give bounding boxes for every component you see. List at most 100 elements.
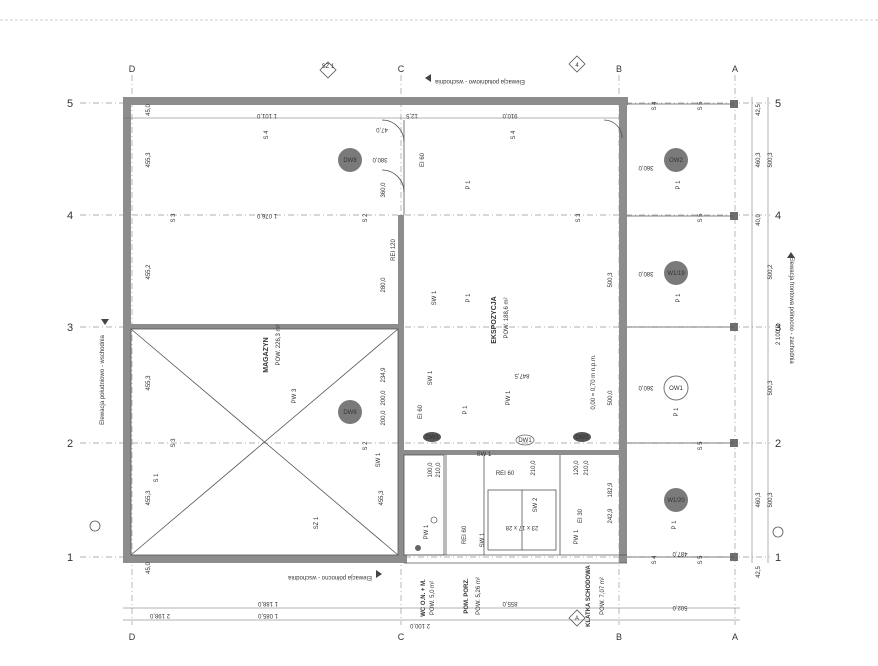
axis-label-top-b: B [616, 64, 622, 74]
dim-inner-16: 210,0 [584, 460, 590, 476]
axis-label-top-d: D [129, 64, 136, 74]
a4-top-label: 4 [575, 63, 579, 69]
dim-inner-1: 380,0 [372, 156, 388, 162]
dim-inner-14: 210,0 [531, 460, 537, 476]
dim-left-2: 455,3 [146, 375, 152, 391]
dim-top-1: 1 101,0 [256, 112, 277, 118]
dim-inner-8: 200,0 [381, 390, 387, 406]
circle-w119 [664, 261, 688, 285]
region-markers: S 3 S 3 S 2 S 2 S 3 S 5 S 5 S 5 S 5 S 4 … [154, 101, 704, 565]
a4-bottom-label: A [575, 616, 579, 622]
dim-left-4: 455,3 [146, 490, 152, 506]
elevation-top: Elewacja południowo - wschodnia [434, 78, 524, 84]
dim-left-6: 45,0 [146, 104, 152, 116]
a4-marker-top [568, 55, 586, 73]
circle-w119-label: W1/19 [667, 271, 685, 277]
dim-inner-4: 500,3 [608, 272, 614, 288]
elevation-bottom: Elewacja północno - wschodnia [287, 574, 371, 580]
ei30: EI 30 [578, 508, 584, 523]
rei120: REI 120 [391, 239, 397, 261]
circle-ow1 [663, 375, 689, 401]
axis-label-bottom-b: B [616, 632, 622, 642]
sz1-top-label: SZ 1 [322, 64, 335, 70]
dim-inner-2: 360,0 [381, 182, 387, 198]
wc-area: POW. 5,0 m² [430, 581, 436, 615]
p1-d: P 1 [676, 180, 682, 190]
p1-f: P 1 [674, 407, 680, 417]
elevation-bottom-arrow [376, 570, 382, 578]
dimensions: 1 101,0 1 076,0 910,0 47,0 12,5 455,3 45… [123, 97, 782, 628]
rei60-low: REI 60 [462, 525, 468, 544]
p1-g: P 1 [672, 520, 678, 530]
exterior-walls [123, 97, 628, 563]
cross-line-2 [130, 328, 399, 556]
dim-top-2: 1 076,0 [256, 212, 277, 218]
klatka-name: KLATKA SCHODOWA [586, 565, 592, 627]
equipment-circles: DW8 DW8 OW2 W1/19 OW1 W1/20 DW3 DW1 DW2 [338, 148, 689, 512]
axis-label-right-2: 2 [775, 438, 781, 450]
circle-w120-label: W1/20 [667, 498, 685, 504]
dim-inner-17: 242,9 [608, 508, 614, 524]
dim-right-5: 500,3 [768, 492, 774, 508]
axis-label-left-1: 1 [67, 552, 73, 564]
dim-right-1: 460,3 [756, 152, 762, 168]
p1-e: P 1 [676, 293, 682, 303]
axis-label-right-5: 5 [775, 98, 781, 110]
dim-inner-15: 120,0 [574, 460, 580, 476]
wc-sink [430, 516, 438, 524]
magazyn-lower-box [130, 328, 399, 556]
wc-name: WC O.N. + M. [421, 579, 427, 617]
rei60-mid: REI 60 [496, 471, 515, 477]
circle-dw8-upper-label: DW8 [343, 158, 357, 164]
pw1-c: PW 1 [574, 529, 580, 544]
sw1-e: SW 1 [480, 532, 486, 547]
axis-label-left-2: 2 [67, 438, 73, 450]
pw1-b: PW 1 [424, 524, 430, 539]
door-swing-upper-2 [381, 169, 405, 193]
sz1-bottom: SZ 1 [314, 516, 320, 529]
axis-label-right-4: 4 [775, 210, 781, 222]
door-swing-upper [381, 119, 405, 143]
sz1-marker-top [319, 61, 337, 79]
dim-bottom-3: 2 198,0 [149, 612, 170, 618]
ekspozycja-area: POW. 188,6 m² [504, 297, 510, 338]
dim-bottom-2: 1 085,0 [257, 612, 278, 618]
elevation-left-arrow [101, 319, 109, 325]
dw2-marker [573, 432, 591, 442]
dim-inner-11: 200,0 [381, 410, 387, 426]
elevation-callouts: Elewacja południowo - wschodnia Elewacja… [100, 74, 795, 580]
porz-area: POW. 5,26 m² [476, 577, 482, 615]
dim-left-3: 455,2 [146, 264, 152, 280]
wall-lower-rooms [404, 450, 619, 455]
dim-stairs-2: 847,5 [514, 372, 530, 378]
porz-name: POM. PORZ. [464, 578, 470, 614]
dim-bottom-7: 487,0 [672, 550, 688, 556]
dim-top-3: 910,0 [502, 112, 518, 118]
dw3-marker [423, 432, 441, 442]
door-swing-right [603, 119, 623, 139]
wall-magazyn-split [123, 324, 402, 329]
dim-inner-5: 380,0 [638, 270, 654, 276]
fire-labels: EI 60 REI 120 EI 60 REI 60 REI 60 EI 30 [391, 152, 584, 544]
s4-b: S 4 [652, 555, 658, 565]
axis-label-bottom-a: A [732, 632, 738, 642]
s4-c: S 4 [264, 130, 270, 140]
dim-bottom-1: 1 188,0 [257, 600, 278, 606]
wall-top [123, 97, 628, 105]
dim-right-8: 460,3 [756, 492, 762, 508]
dim-inner-13: 100,0 [428, 462, 434, 478]
dim-stairs: 23 x 17 x 28 [505, 524, 538, 530]
dw1-marker [515, 434, 535, 446]
wall-bottom-left [123, 555, 407, 563]
ekspozycja-name: EKSPOZYCJA [491, 296, 498, 343]
s5-a: S 5 [698, 101, 704, 111]
ekspozycja-level: 0,00 = 0,70 m n.p.m. [591, 354, 597, 410]
dim-right-total: 2 100,0 [776, 324, 782, 345]
ei60-lower: EI 60 [418, 404, 424, 419]
wall-right [619, 97, 627, 563]
dim-right-2: 500,3 [768, 152, 774, 168]
axis-label-left-4: 4 [67, 210, 73, 222]
magazyn-cross [130, 328, 399, 556]
room-labels: MAGAZYN POW. 226,3 m² EKSPOZYCJA POW. 18… [263, 296, 606, 627]
